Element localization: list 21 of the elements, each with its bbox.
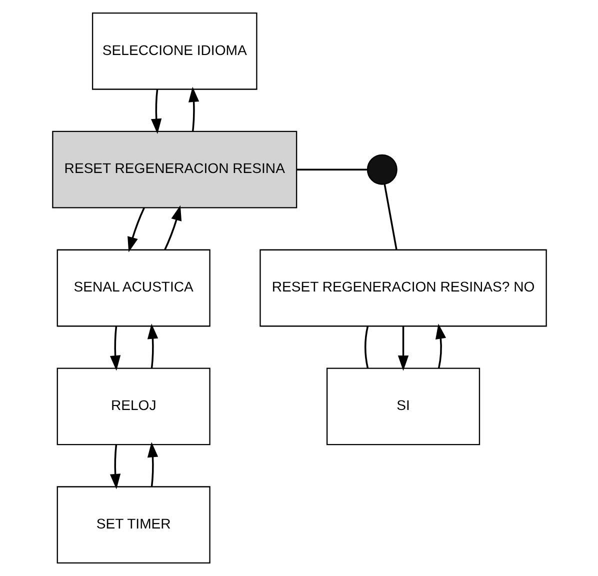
- node-box: SELECCIONE IDIOMA: [91, 12, 257, 90]
- node-box: RESET REGENERACION RESINA: [52, 130, 297, 208]
- arrow: [164, 205, 182, 250]
- node-box: SI: [326, 368, 480, 446]
- connector: [383, 184, 397, 250]
- connector: [364, 326, 368, 368]
- node-box: SET TIMER: [56, 486, 210, 564]
- node-box: SENAL ACUSTICA: [56, 249, 210, 327]
- connector: [296, 168, 367, 170]
- arrow: [188, 86, 199, 132]
- arrow: [397, 326, 408, 371]
- arrow: [434, 324, 446, 368]
- arrow: [109, 326, 120, 371]
- node-box: RESET REGENERACION RESINAS? NO: [259, 249, 546, 327]
- arrow: [127, 207, 144, 252]
- arrow: [109, 444, 120, 490]
- arrow: [146, 324, 158, 368]
- node-box: RELOJ: [56, 368, 210, 446]
- node-circle: [366, 154, 397, 185]
- arrow: [146, 442, 158, 487]
- arrow: [150, 89, 162, 134]
